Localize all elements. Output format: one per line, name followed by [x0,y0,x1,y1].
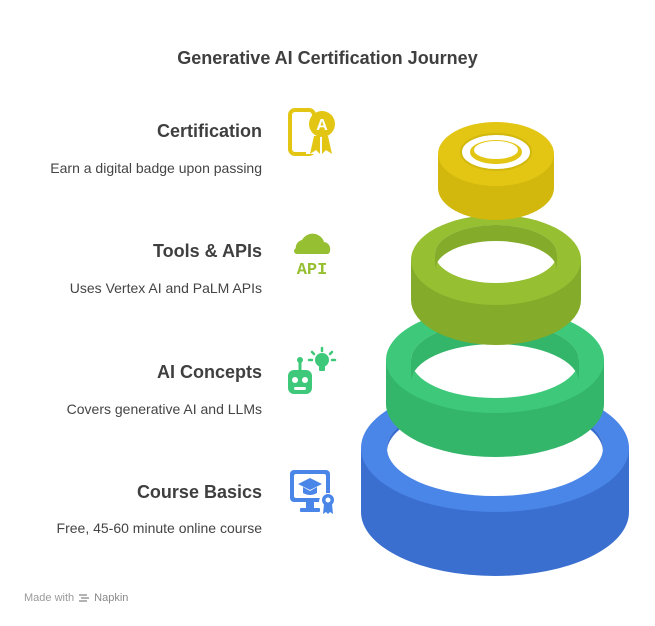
svg-text:A: A [316,117,328,134]
napkin-logo-icon [79,594,90,602]
napkin-brand: Napkin [94,592,129,604]
api-icon-text: API [297,261,328,278]
ring-tools-apis [411,215,581,345]
robot-idea-icon [288,346,337,394]
stage-desc-basics: Free, 45-60 minute online course [56,520,262,536]
stage-title-concepts: AI Concepts [156,362,262,382]
stage-desc-tools: Uses Vertex AI and PaLM APIs [69,280,262,296]
diagram-title: Generative AI Certification Journey [177,48,478,68]
stage-desc-certification: Earn a digital badge upon passing [50,160,262,176]
badge-icon: A [288,108,335,156]
ring-certification [438,122,554,220]
stage-title-tools: Tools & APIs [152,241,262,261]
online-course-icon [290,470,337,514]
cloud-api-icon: API [294,233,331,278]
made-with-label: Made with [24,592,75,604]
stage-title-basics: Course Basics [136,482,262,502]
stage-desc-concepts: Covers generative AI and LLMs [66,401,262,417]
stage-title-certification: Certification [156,121,262,141]
made-with-footer[interactable]: Made with Napkin [24,592,128,604]
